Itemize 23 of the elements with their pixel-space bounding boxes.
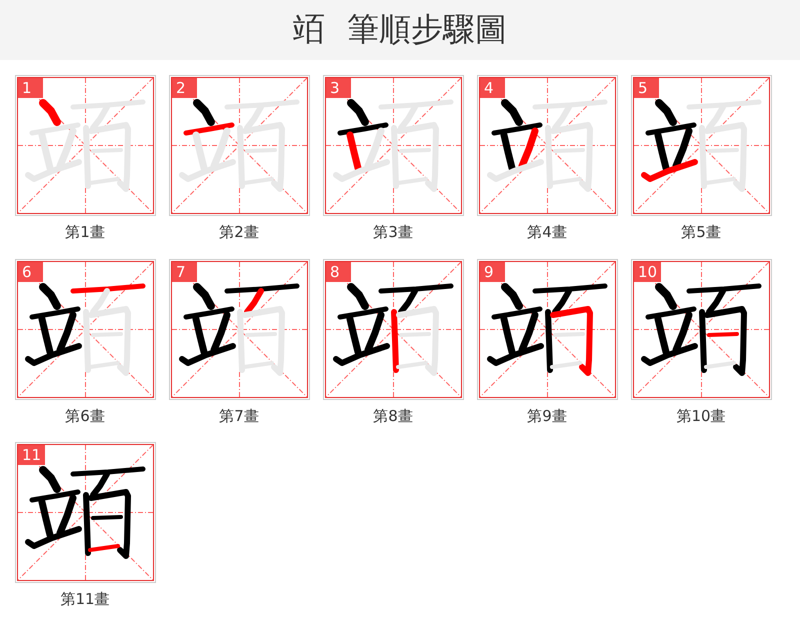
step-caption: 第6畫	[65, 407, 105, 425]
step-number: 6	[18, 262, 43, 282]
step-caption: 第2畫	[219, 223, 259, 241]
page-title: 竡 筆順步驟圖	[292, 9, 508, 49]
step-caption: 第1畫	[65, 223, 105, 241]
step-caption: 第5畫	[681, 223, 721, 241]
step-number: 10	[634, 262, 662, 282]
step-number: 4	[480, 78, 505, 98]
step-caption: 第8畫	[373, 407, 413, 425]
step-number: 8	[326, 262, 351, 282]
step-caption: 第9畫	[527, 407, 567, 425]
step-caption: 第7畫	[219, 407, 259, 425]
step-caption: 第10畫	[676, 407, 726, 425]
step-caption: 第11畫	[60, 590, 110, 608]
step-caption: 第4畫	[527, 223, 567, 241]
step-number: 2	[172, 78, 197, 98]
step-number: 1	[18, 78, 43, 98]
step-number: 9	[480, 262, 505, 282]
step-caption: 第3畫	[373, 223, 413, 241]
step-number: 3	[326, 78, 351, 98]
step-number: 7	[172, 262, 197, 282]
step-number: 11	[18, 445, 46, 465]
step-number: 5	[634, 78, 659, 98]
